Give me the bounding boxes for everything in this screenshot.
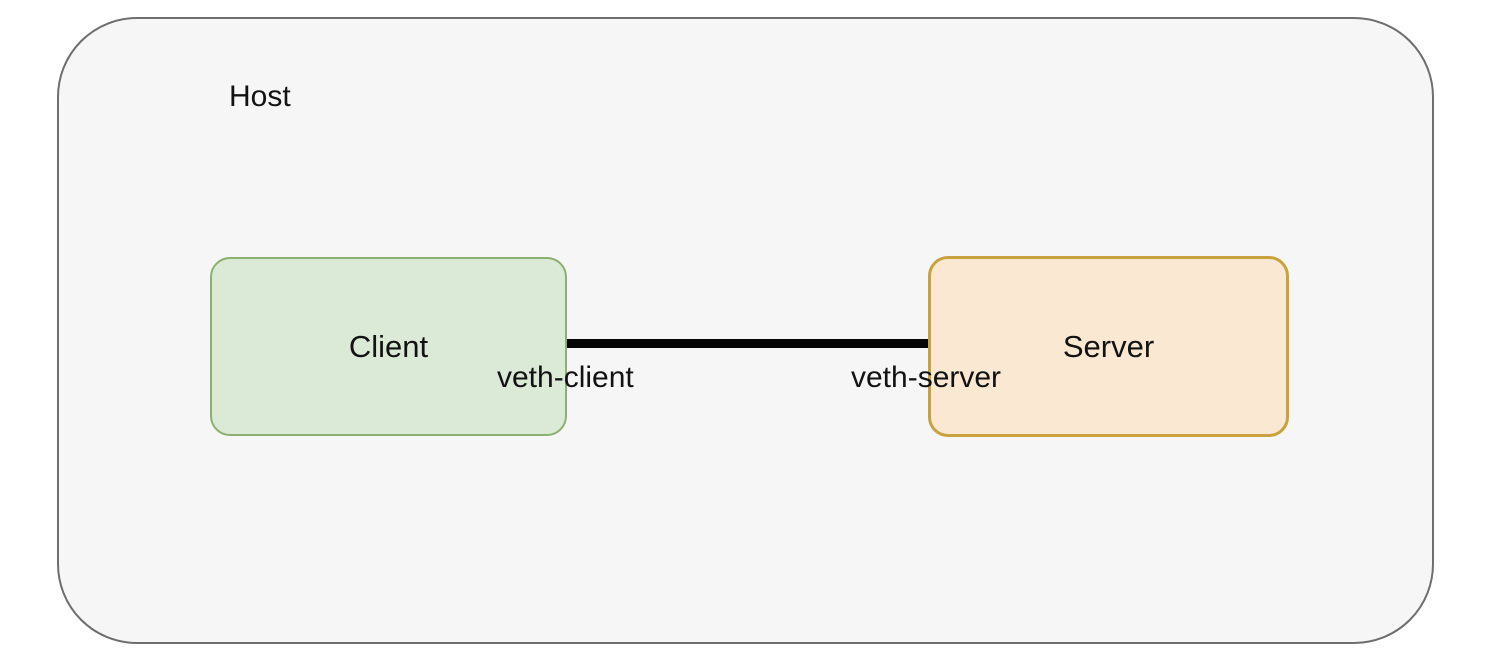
server-node: Server [928, 256, 1289, 437]
veth-pair-link-line [566, 339, 930, 348]
client-node-label: Client [348, 328, 429, 364]
veth-client-endpoint-label: veth-client [497, 361, 634, 394]
server-node-label: Server [1062, 328, 1155, 364]
host-label: Host [229, 80, 291, 113]
veth-server-endpoint-label: veth-server [851, 361, 1002, 394]
client-node: Client [210, 257, 567, 436]
